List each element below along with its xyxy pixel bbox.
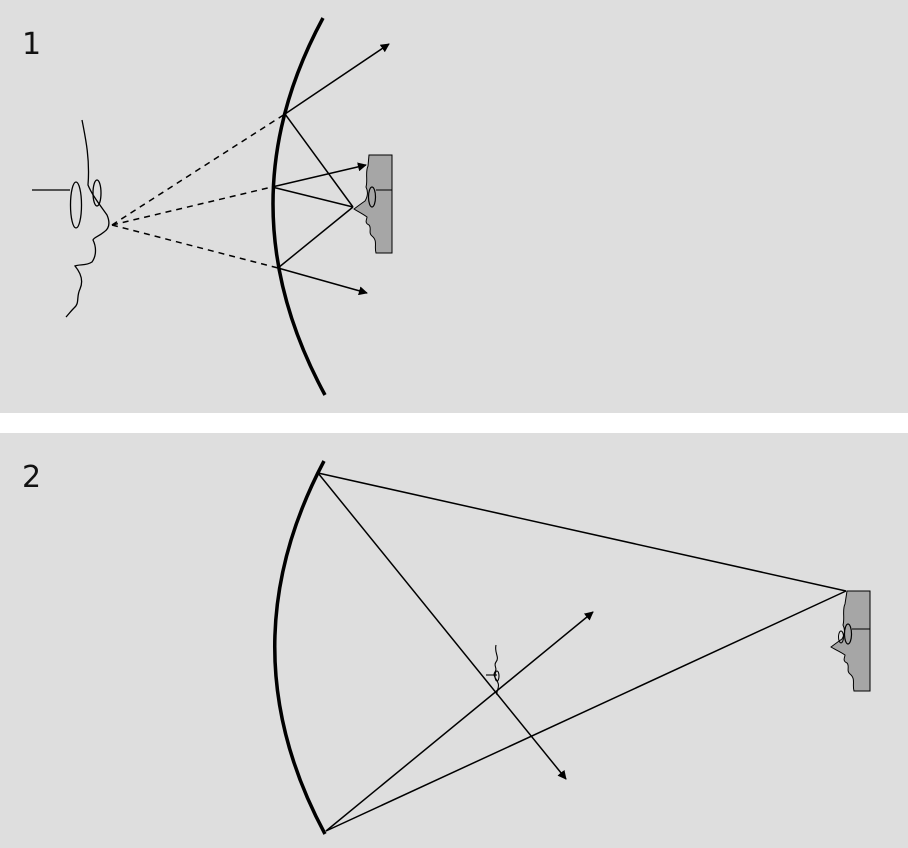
ray-bottom-reflected <box>325 611 594 832</box>
sight-line-middle <box>111 186 273 226</box>
real-image-inverted <box>486 644 500 696</box>
mirror-curve <box>273 460 327 835</box>
object-face <box>830 590 871 692</box>
concave-mirror-diagram <box>273 460 871 835</box>
panel-number-label: 2 <box>22 460 42 495</box>
panel-concave-mirror: 2 <box>0 433 908 848</box>
mirror-curve <box>271 17 327 396</box>
sight-line-top <box>111 113 286 226</box>
ray-middle-reflected <box>271 162 367 188</box>
panel-number-label: 1 <box>22 27 42 62</box>
ray-top-in <box>284 113 354 208</box>
convex-mirror-diagram <box>32 17 393 396</box>
sight-line-bottom <box>111 224 279 269</box>
panel-convex-mirror: 1 <box>0 0 908 413</box>
ray-object-to-top <box>317 472 847 592</box>
virtual-image-face <box>353 154 393 254</box>
ray-middle-in <box>271 186 354 208</box>
ray-top-reflected <box>284 43 390 115</box>
ray-top-reflected <box>317 472 567 780</box>
ray-bottom-reflected <box>277 267 368 296</box>
ray-bottom-in <box>277 206 354 269</box>
ray-object-to-bottom <box>325 590 847 832</box>
observer-head <box>32 119 110 318</box>
